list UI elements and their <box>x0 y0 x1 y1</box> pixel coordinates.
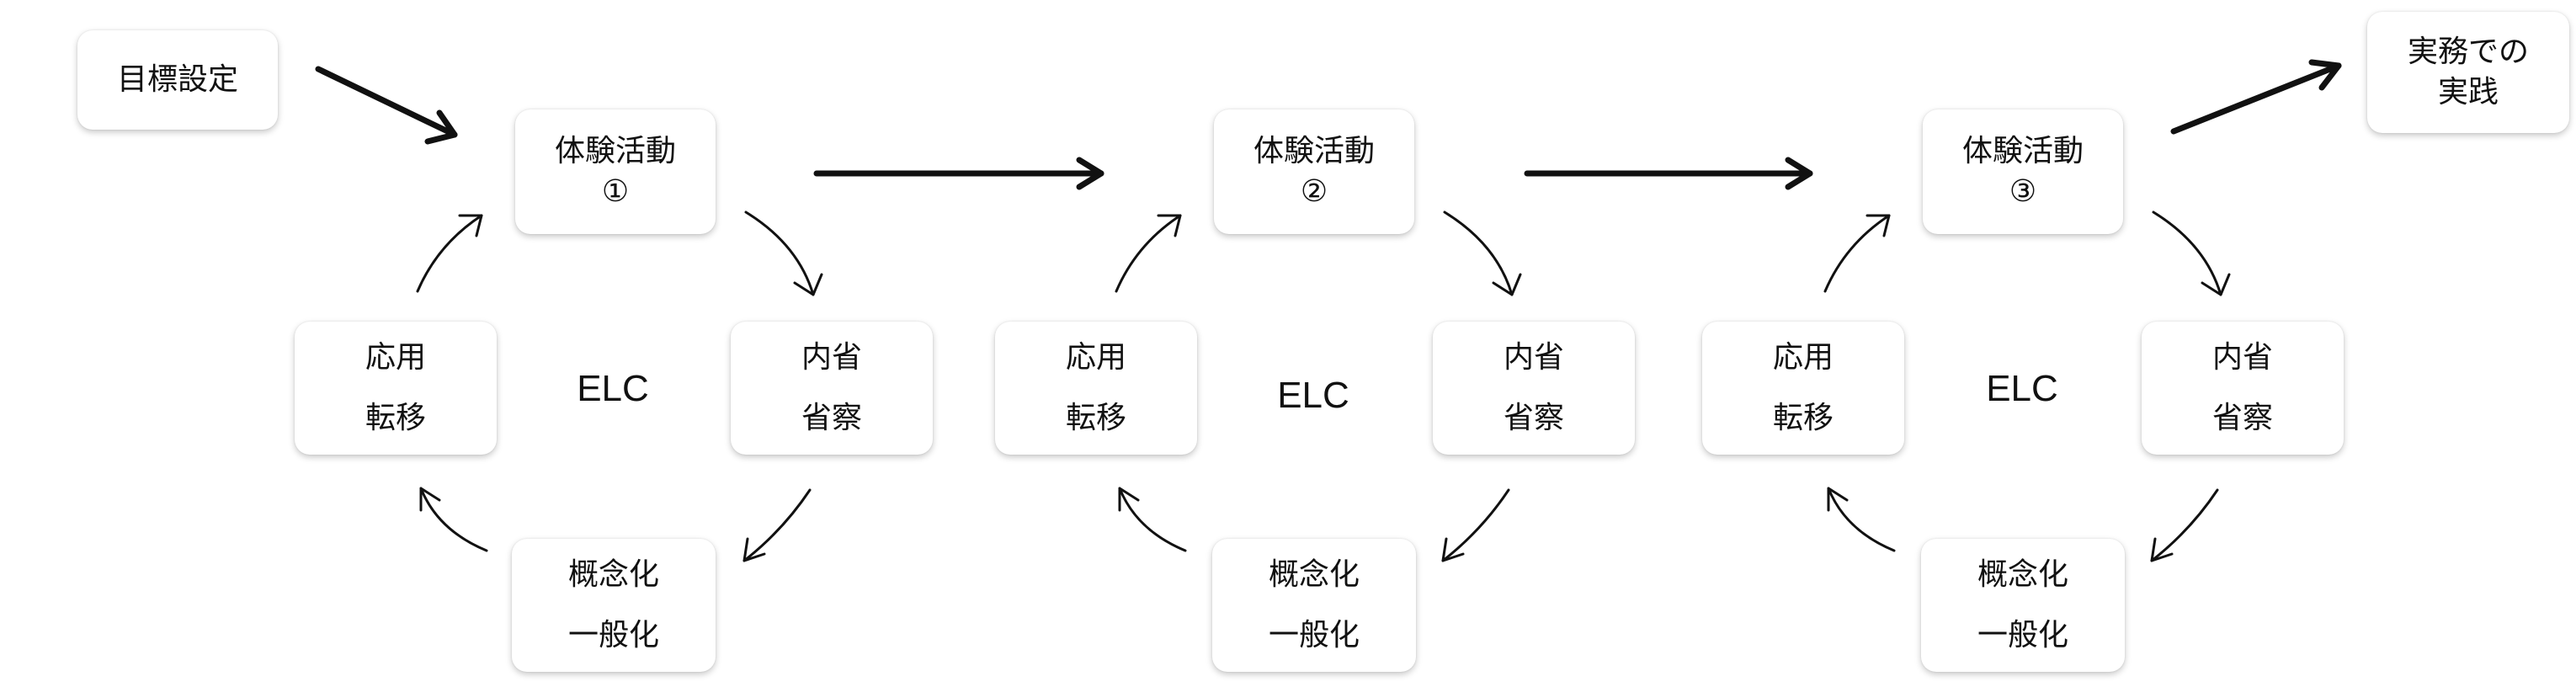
practice-label-line1: 実務での <box>2407 35 2529 69</box>
arrow-activity-3-to-practice <box>2170 59 2342 135</box>
cycle-1-arrows <box>416 210 823 562</box>
reflection-label-line1: 内省 <box>1503 340 1564 375</box>
reflection-box: 内省 省察 <box>731 322 933 455</box>
conceptualization-label-line1: 概念化 <box>1977 557 2068 592</box>
cycle-3-arrows <box>1823 210 2231 562</box>
application-box: 応用 転移 <box>1702 322 1904 455</box>
conceptualization-box: 概念化 一般化 <box>1212 539 1416 672</box>
application-label-line2: 転移 <box>1772 401 1834 435</box>
application-label-line1: 応用 <box>1065 340 1126 375</box>
activity-box: 体験活動 ② <box>1214 109 1414 234</box>
conceptualization-box: 概念化 一般化 <box>1921 539 2125 672</box>
goal-setting-label: 目標設定 <box>116 62 238 97</box>
activity-number: ① <box>601 174 630 209</box>
reflection-label-line2: 省察 <box>801 401 862 435</box>
conceptualization-label-line1: 概念化 <box>1268 557 1360 592</box>
activity-number: ② <box>1300 174 1328 209</box>
activity-box: 体験活動 ① <box>515 109 716 234</box>
activity-box: 体験活動 ③ <box>1923 109 2123 234</box>
conceptualization-label-line1: 概念化 <box>567 557 659 592</box>
activity-label: 体験活動 <box>1961 134 2084 168</box>
application-box: 応用 転移 <box>295 322 497 455</box>
elc-label: ELC <box>1986 368 2058 409</box>
elc-label: ELC <box>1277 375 1349 416</box>
conceptualization-label-line2: 一般化 <box>567 618 659 652</box>
conceptualization-label-line2: 一般化 <box>1977 618 2068 652</box>
elc-label: ELC <box>577 368 649 409</box>
arrow-activity-1-to-2 <box>813 157 1104 190</box>
reflection-box: 内省 省察 <box>2142 322 2344 455</box>
activity-number: ③ <box>2009 174 2037 209</box>
application-box: 応用 転移 <box>995 322 1197 455</box>
cycle-arrows <box>416 210 2231 562</box>
practice-label-line2: 実践 <box>2437 75 2499 109</box>
application-label-line1: 応用 <box>365 340 426 375</box>
conceptualization-label-line2: 一般化 <box>1268 618 1360 652</box>
application-label-line2: 転移 <box>1065 401 1126 435</box>
practice-box: 実務での 実践 <box>2367 12 2569 133</box>
cycle-2-arrows <box>1115 210 1522 562</box>
application-label-line1: 応用 <box>1772 340 1834 375</box>
arrow-activity-2-to-3 <box>1524 157 1813 190</box>
application-label-line2: 転移 <box>365 401 426 435</box>
arrow-goal-to-activity-1 <box>315 66 458 145</box>
reflection-label-line2: 省察 <box>1503 401 1564 435</box>
goal-setting-box: 目標設定 <box>77 30 278 130</box>
reflection-label-line2: 省察 <box>2211 401 2273 435</box>
activity-label: 体験活動 <box>554 134 676 168</box>
reflection-label-line1: 内省 <box>801 340 862 375</box>
activity-label: 体験活動 <box>1253 134 1375 168</box>
thick-arrows <box>315 59 2342 190</box>
conceptualization-box: 概念化 一般化 <box>512 539 716 672</box>
reflection-box: 内省 省察 <box>1433 322 1635 455</box>
reflection-label-line1: 内省 <box>2211 340 2273 375</box>
